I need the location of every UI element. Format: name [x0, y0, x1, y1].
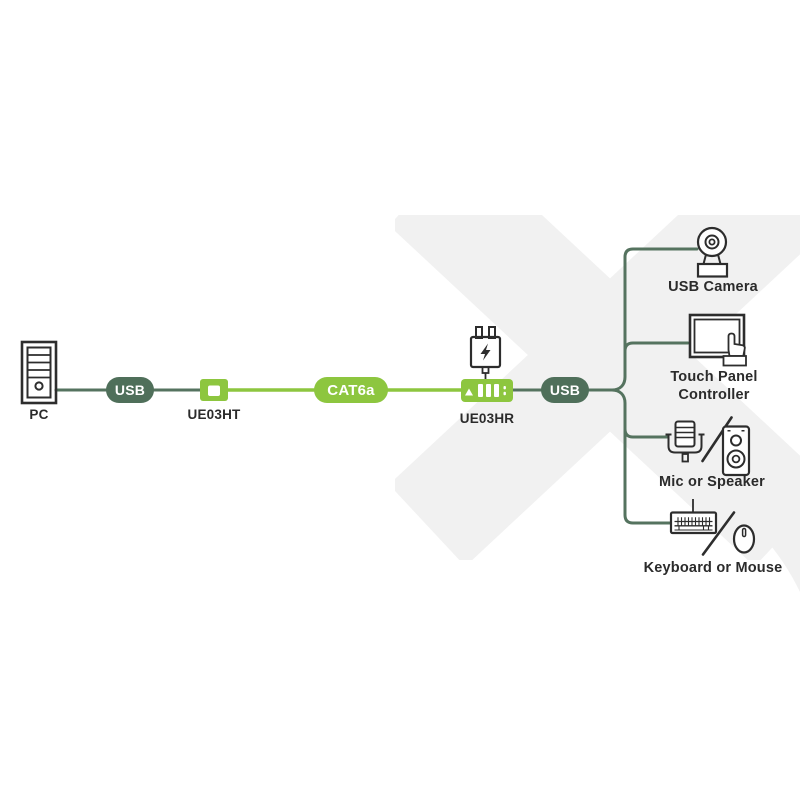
usb-pill-right-label: USB	[550, 382, 580, 398]
ue03ht-label: UE03HT	[188, 407, 242, 422]
cat6a-pill-label: CAT6a	[327, 382, 375, 399]
keyboard-icon	[669, 499, 718, 535]
connection-lines	[54, 247, 699, 525]
touch-hand-icon	[722, 332, 747, 367]
branch-to-touch-panel	[623, 341, 690, 353]
usb-camera-label: USB Camera	[668, 279, 759, 295]
webcam-icon	[696, 226, 729, 278]
background-watermark-swoosh	[638, 404, 800, 592]
ue03hr-unit	[461, 379, 513, 402]
slash-divider-mic-speaker	[701, 416, 733, 463]
cat6a-pill: CAT6a	[314, 377, 388, 403]
touch-panel-label-line2: Controller	[678, 387, 749, 403]
ue03hr-triangle-glyph	[465, 388, 473, 396]
usb-pill-left-label: USB	[115, 382, 145, 398]
pc-label: PC	[29, 407, 48, 422]
pc-tower-icon	[20, 340, 58, 405]
background-watermark-x	[395, 215, 800, 592]
speaker-icon	[721, 425, 751, 477]
branch-to-usb-camera	[610, 247, 699, 392]
usb-pill-right: USB	[541, 377, 589, 403]
microphone-icon	[665, 420, 705, 463]
ue03ht-unit	[200, 379, 228, 401]
mic-speaker-label: Mic or Speaker	[659, 474, 765, 490]
branch-to-mic-speaker	[623, 427, 669, 439]
power-adapter-icon	[469, 326, 502, 380]
lightning-bolt-icon	[480, 343, 491, 361]
branch-to-keyboard-mouse	[610, 388, 673, 525]
mouse-icon	[732, 524, 756, 554]
ue03hr-label: UE03HR	[460, 411, 515, 426]
keyboard-mouse-label: Keyboard or Mouse	[644, 560, 783, 576]
usb-pill-left: USB	[106, 377, 154, 403]
touch-panel-label-line1: Touch Panel	[670, 369, 757, 385]
slash-divider-keyboard-mouse	[701, 511, 736, 556]
touch-panel-icon	[688, 313, 747, 367]
